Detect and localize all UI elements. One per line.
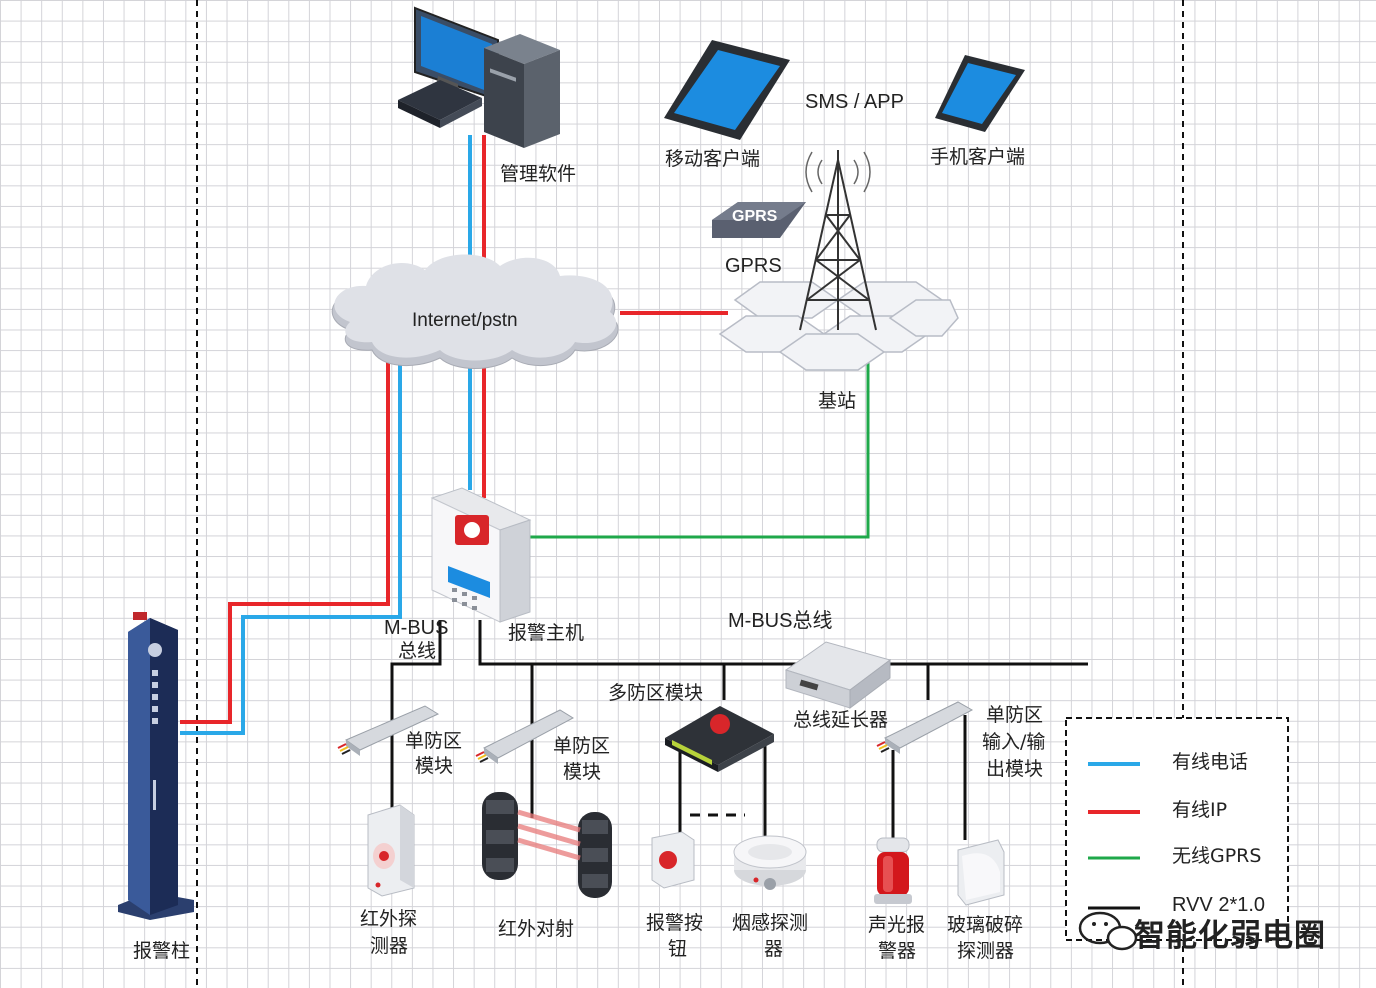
single-io-label-line1: 单防区 <box>986 704 1044 726</box>
single-zone-module-icon-1 <box>337 705 440 756</box>
alarm-button-label-line2: 钮 <box>668 938 688 960</box>
alarm-host-icon <box>430 487 532 623</box>
base-station-label: 基站 <box>818 390 857 412</box>
ir-beam-icon <box>482 792 612 898</box>
smoke-detector-label-line1: 烟感探测 <box>732 912 809 934</box>
multi-zone-module-icon <box>665 706 774 772</box>
single-zone-2-label-line1: 单防区 <box>553 735 611 757</box>
smoke-detector-label-line2: 器 <box>764 938 784 960</box>
ir-detector-label-line2: 测器 <box>370 935 409 957</box>
internet-label: Internet/pstn <box>412 310 518 331</box>
ip-lines <box>180 135 728 724</box>
strobe-label-line1: 声光报 <box>868 914 926 936</box>
glass-break-label-line1: 玻璃破碎 <box>947 914 1024 936</box>
sms-app-label: SMS / APP <box>805 91 904 113</box>
glass-break-detector-icon <box>957 839 1005 906</box>
legend-box <box>1065 717 1289 941</box>
single-zone-2-label-line2: 模块 <box>563 761 602 783</box>
multi-zone-label: 多防区模块 <box>608 682 704 704</box>
base-station-icon <box>718 150 959 371</box>
phone-icon <box>935 55 1025 132</box>
mbus-bus-label: M-BUS总线 <box>728 610 833 632</box>
gprs-lines <box>530 355 870 539</box>
gprs-badge-text: GPRS <box>732 208 778 225</box>
phone-client-label: 手机客户端 <box>930 146 1026 168</box>
alarm-button-label-line1: 报警按 <box>646 912 704 934</box>
single-zone-1-label-line1: 单防区 <box>405 730 463 752</box>
mbus-left-label-line1: M-BUS <box>384 617 449 639</box>
tablet-icon <box>664 40 790 140</box>
mbus-left-label-line2: 总线 <box>398 640 437 662</box>
gprs-label: GPRS <box>725 255 782 277</box>
single-zone-io-module-icon <box>876 701 974 754</box>
legend-label-ip: 有线IP <box>1172 799 1228 821</box>
bus-extender-label: 总线延长器 <box>793 709 889 731</box>
alarm-pillar-label: 报警柱 <box>133 940 191 962</box>
mgmt-software-label: 管理软件 <box>500 163 577 185</box>
legend-label-phone: 有线电话 <box>1172 751 1249 773</box>
ir-detector-label-line1: 红外探 <box>360 908 418 930</box>
single-zone-1-label-line2: 模块 <box>415 755 454 777</box>
legend-label-bus: RVV 2*1.0 <box>1172 894 1266 916</box>
single-io-label-line3: 出模块 <box>986 758 1044 780</box>
gprs-badge-icon <box>712 202 806 238</box>
smoke-detector-icon <box>733 835 807 890</box>
single-zone-module-icon-2 <box>475 709 575 764</box>
ir-detector-icon <box>367 804 415 897</box>
watermark-text: 智能化弱电圈 <box>1134 918 1326 954</box>
glass-break-label-line2: 探测器 <box>957 940 1015 962</box>
bus-extender-icon <box>784 641 892 709</box>
strobe-siren-icon <box>874 837 912 904</box>
ir-beam-label: 红外对射 <box>498 918 575 940</box>
alarm-pillar-icon <box>118 612 194 920</box>
wechat-logo-icon <box>1078 911 1138 951</box>
alarm-button-icon <box>651 831 695 889</box>
alarm-host-label: 报警主机 <box>508 622 585 644</box>
strobe-label-line2: 警器 <box>878 940 917 962</box>
legend-label-gprs: 无线GPRS <box>1172 845 1262 867</box>
single-io-label-line2: 输入/输 <box>982 731 1046 753</box>
computer-icon <box>398 6 560 148</box>
internet-cloud-icon <box>331 254 619 369</box>
mobile-client-label: 移动客户端 <box>665 148 761 170</box>
